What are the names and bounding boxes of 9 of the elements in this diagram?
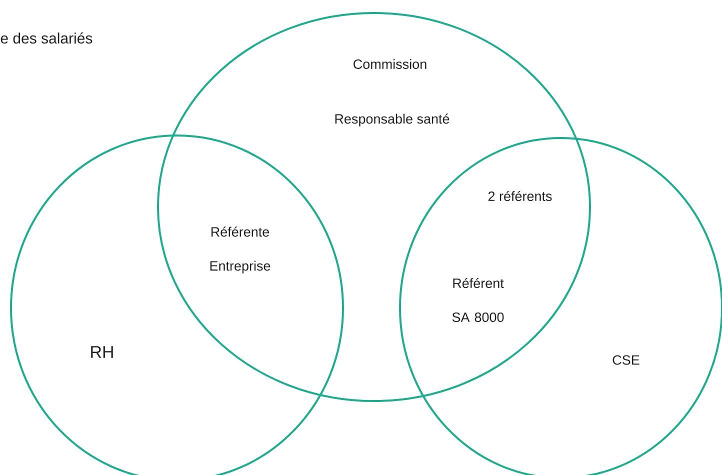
overlap-label: e des salariés bbox=[0, 32, 92, 44]
circle-label: RH bbox=[91, 346, 113, 358]
circle-label: Responsable santé bbox=[335, 114, 450, 126]
circle-label: Commission bbox=[354, 59, 426, 69]
circle-label: CSE bbox=[612, 355, 640, 365]
overlap-label: 2 référents bbox=[488, 190, 552, 202]
overlap-label: Référente Entreprise bbox=[210, 226, 270, 274]
circle bbox=[157, 12, 591, 402]
overlap-label: Référent SA 8000 bbox=[452, 278, 504, 322]
